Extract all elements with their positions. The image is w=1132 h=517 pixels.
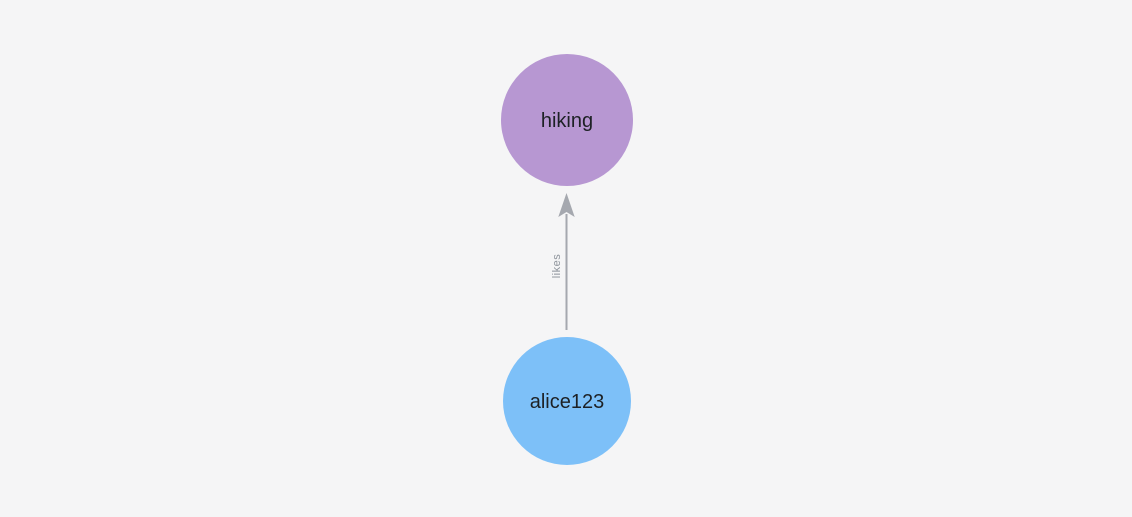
node-alice123-label: alice123 [530,391,605,413]
edge-label: likes [551,254,563,279]
node-hiking-circle[interactable] [501,54,633,186]
edge-arrowhead-icon [558,193,575,217]
node-alice123-circle[interactable] [503,337,631,465]
edge-alice123-likes-hiking[interactable]: likes [551,193,575,330]
node-alice123[interactable]: alice123 [503,337,631,465]
node-hiking-label: hiking [541,110,593,132]
node-hiking[interactable]: hiking [501,54,633,186]
